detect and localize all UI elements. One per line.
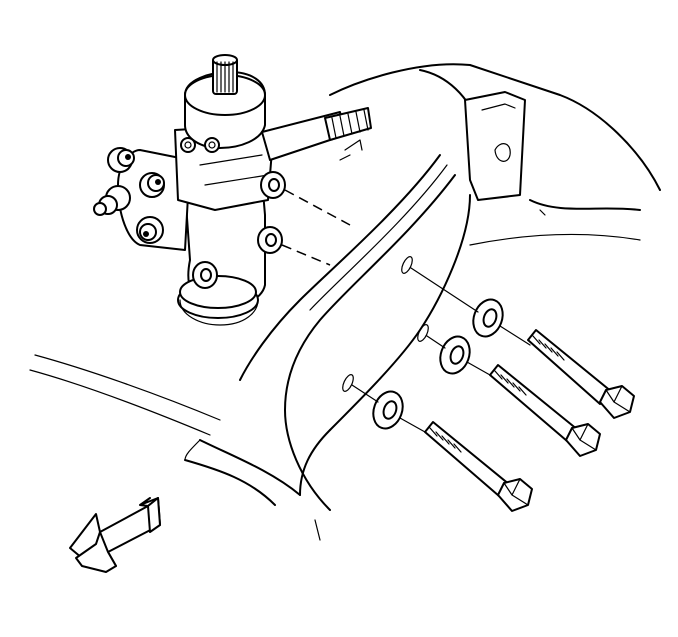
washer-2 bbox=[439, 335, 471, 375]
bracket-slot bbox=[494, 143, 511, 162]
bolt-3 bbox=[424, 421, 533, 512]
gear-mount-boss-2 bbox=[257, 226, 283, 254]
bolt-2 bbox=[489, 364, 601, 457]
front-direction-arrow-icon bbox=[69, 497, 161, 573]
gear-fitting-3 bbox=[93, 185, 131, 216]
frame-hole-2 bbox=[417, 324, 429, 342]
washer-3 bbox=[372, 390, 404, 430]
gear-fitting-2 bbox=[139, 172, 165, 198]
mounting-bolts bbox=[424, 329, 635, 512]
frame-bracket bbox=[464, 91, 526, 201]
frame-rail bbox=[29, 63, 661, 541]
steering-gear bbox=[93, 54, 372, 326]
washer-1 bbox=[472, 298, 504, 338]
bolt-1 bbox=[527, 329, 635, 419]
gear-fitting-4 bbox=[136, 216, 164, 244]
frame-hole-3 bbox=[342, 374, 354, 392]
gear-mount-boss-3 bbox=[192, 261, 218, 289]
gear-mount-boss-1 bbox=[260, 171, 286, 199]
washers bbox=[351, 267, 531, 433]
frame-hole-1 bbox=[401, 256, 413, 274]
gear-fitting-1 bbox=[107, 147, 135, 173]
